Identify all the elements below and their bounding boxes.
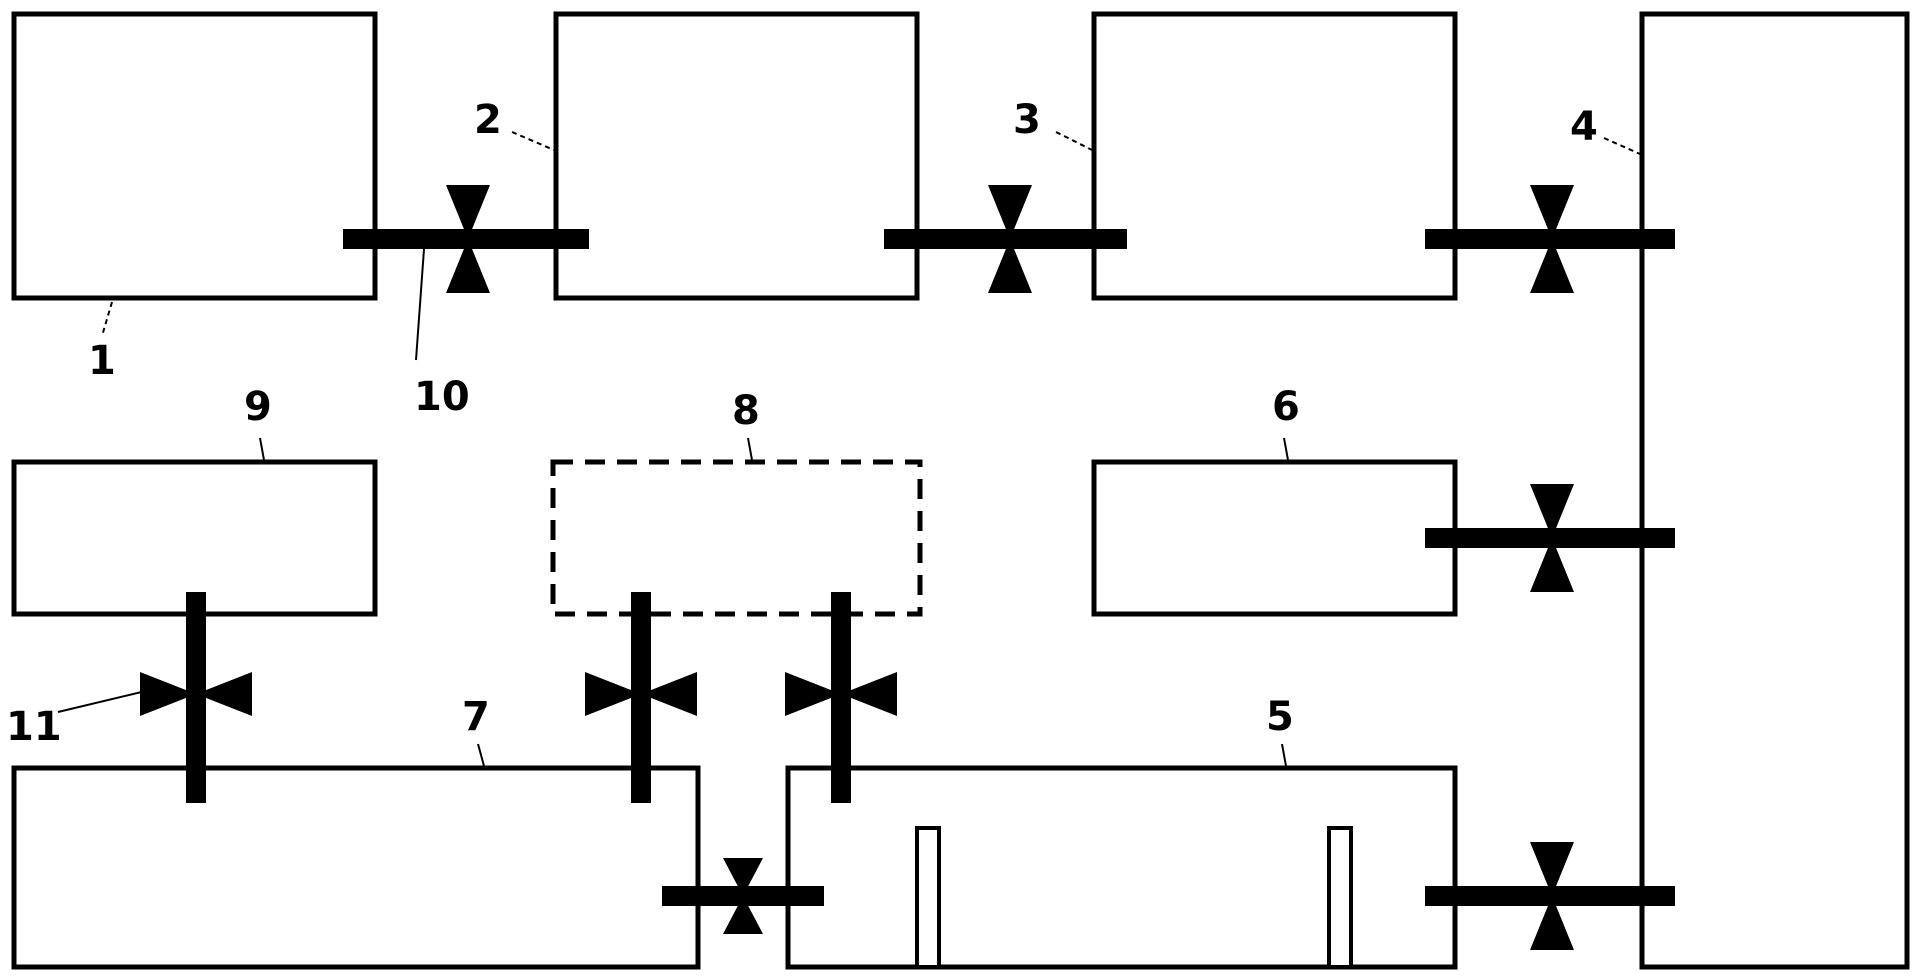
label-4: 4 bbox=[1570, 104, 1598, 150]
leader-9 bbox=[259, 437, 265, 461]
label-3: 3 bbox=[1013, 97, 1041, 143]
leader-2 bbox=[511, 131, 555, 151]
unit-1-box bbox=[11, 11, 378, 301]
pipe-3-4 bbox=[1425, 229, 1675, 249]
leader-1 bbox=[101, 301, 113, 337]
unit-9-box bbox=[11, 459, 378, 617]
label-9: 9 bbox=[244, 384, 272, 430]
leader-6 bbox=[1283, 437, 1289, 461]
valve-2-3[interactable] bbox=[988, 185, 1032, 293]
valve-7-5[interactable] bbox=[723, 858, 763, 934]
pipe-2-3 bbox=[884, 229, 1127, 249]
pipe-6-4 bbox=[1425, 528, 1675, 548]
label-10: 10 bbox=[414, 374, 470, 420]
label-5: 5 bbox=[1266, 694, 1294, 740]
leader-8 bbox=[747, 437, 753, 461]
leader-7 bbox=[477, 743, 485, 767]
label-1: 1 bbox=[88, 338, 116, 384]
unit-8-box-dashed bbox=[550, 459, 923, 617]
leader-3 bbox=[1055, 131, 1093, 151]
label-11: 11 bbox=[6, 704, 62, 750]
unit-6-box bbox=[1091, 459, 1458, 617]
unit-2-box bbox=[553, 11, 920, 301]
unit-4-box bbox=[1639, 11, 1910, 970]
label-6: 6 bbox=[1272, 384, 1300, 430]
label-8: 8 bbox=[732, 388, 760, 434]
leader-11 bbox=[57, 689, 151, 713]
leader-10 bbox=[415, 248, 425, 361]
label-2: 2 bbox=[474, 97, 502, 143]
valve-8-5[interactable] bbox=[785, 672, 897, 716]
leader-4 bbox=[1603, 137, 1641, 155]
unit-5-slot-left bbox=[915, 826, 941, 969]
unit-7-box bbox=[11, 765, 701, 970]
valve-8-7[interactable] bbox=[585, 672, 697, 716]
valve-5-4[interactable] bbox=[1530, 842, 1574, 950]
valve-1-2[interactable] bbox=[446, 185, 490, 293]
pipe-1-2 bbox=[343, 229, 589, 249]
valve-6-4[interactable] bbox=[1530, 484, 1574, 592]
label-7: 7 bbox=[462, 694, 490, 740]
pipe-5-4 bbox=[1425, 886, 1675, 906]
unit-5-slot-right bbox=[1327, 826, 1353, 969]
pipe-9-7 bbox=[186, 592, 206, 803]
pipe-8-7 bbox=[631, 592, 651, 803]
valve-3-4[interactable] bbox=[1530, 185, 1574, 293]
valve-9-7[interactable] bbox=[140, 672, 252, 716]
pipe-8-5 bbox=[831, 592, 851, 803]
unit-3-box bbox=[1091, 11, 1458, 301]
leader-5 bbox=[1281, 743, 1287, 767]
unit-5-box bbox=[785, 765, 1458, 970]
